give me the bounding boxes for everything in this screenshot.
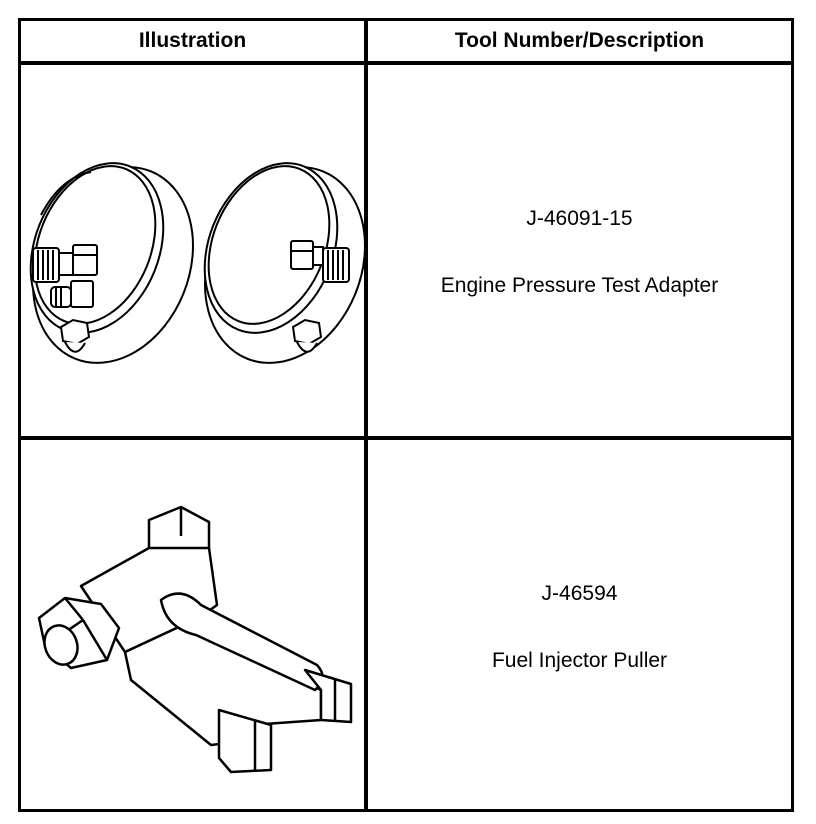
column-divider <box>364 21 368 809</box>
pressure-test-adapter-drawing <box>29 162 364 364</box>
row-divider <box>21 436 791 440</box>
fuel-injector-puller-illustration <box>21 440 364 812</box>
pressure-test-adapter-illustration <box>21 65 364 436</box>
tool-description-fuel-injector-puller: Fuel Injector Puller <box>491 649 668 672</box>
header-tool-description: Tool Number/Description <box>454 29 705 52</box>
header-divider <box>21 61 791 65</box>
tool-table: Illustration Tool Number/Description <box>18 18 794 812</box>
tool-number-j-46594: J-46594 <box>541 582 618 605</box>
tool-number-j-46091-15: J-46091-15 <box>526 207 633 230</box>
fuel-injector-puller-drawing <box>37 505 353 774</box>
header-illustration: Illustration <box>138 29 247 52</box>
tool-description-pressure-test-adapter: Engine Pressure Test Adapter <box>440 274 719 297</box>
